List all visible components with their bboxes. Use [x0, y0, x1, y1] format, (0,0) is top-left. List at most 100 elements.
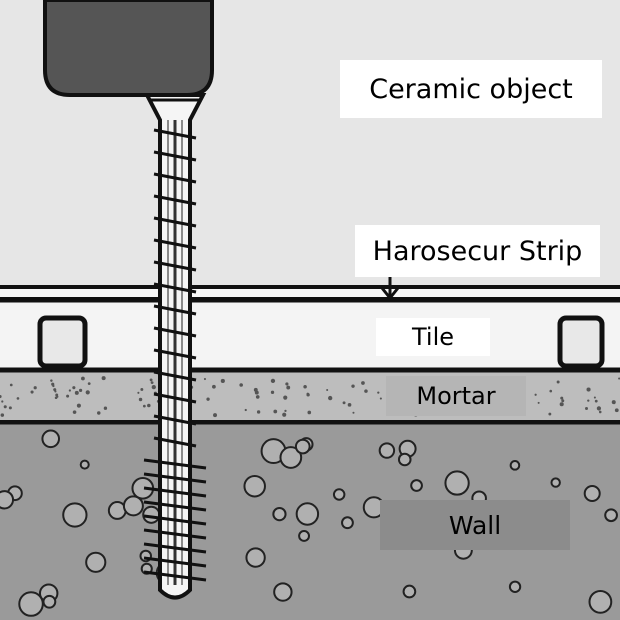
screw-thread	[143, 472, 207, 484]
mortar-speck	[66, 394, 70, 398]
mortar-speck	[256, 410, 261, 414]
mortar-speck	[379, 397, 382, 400]
mortar-speck	[377, 391, 380, 394]
screw	[143, 93, 207, 600]
wall-bubble	[42, 594, 57, 609]
mortar-speck	[303, 384, 307, 389]
mortar-speck	[138, 397, 143, 402]
wall-bubble	[583, 484, 601, 502]
mortar-speck	[593, 396, 596, 399]
mortar-speck	[76, 403, 81, 408]
mortar-speck	[142, 404, 146, 408]
mortar-speck	[137, 391, 140, 394]
mortar-speck	[213, 413, 218, 418]
strip-pointer-arrow	[380, 275, 400, 301]
mortar-speck	[556, 380, 560, 384]
mortar-speck	[342, 401, 346, 405]
wall-bubble	[0, 490, 15, 510]
mortar-speck	[352, 411, 355, 414]
screw-thread	[143, 514, 207, 526]
screw-thread	[153, 370, 197, 382]
wall-bubble	[295, 502, 320, 526]
mortar-speck	[361, 381, 365, 385]
mortar-speck	[283, 395, 288, 400]
wall-bubble	[294, 438, 311, 455]
harosecur-strip	[0, 285, 620, 301]
wall-bubble	[402, 584, 417, 599]
wall-bubble	[378, 442, 396, 459]
mortar-speck	[212, 384, 216, 389]
mortar-speck	[244, 408, 247, 412]
mortar-speck	[147, 403, 151, 408]
mortar-speck	[54, 390, 57, 393]
tile-layer	[0, 297, 620, 373]
mortar-speck	[285, 382, 289, 386]
wall-bubble	[122, 495, 144, 517]
mortar-speck	[596, 406, 602, 411]
mortar-speck	[284, 409, 287, 413]
mortar-speck	[56, 395, 59, 398]
mortar-speck	[614, 408, 619, 413]
mortar-speck	[270, 378, 276, 384]
screw-thread	[143, 486, 207, 498]
mortar-speck	[326, 388, 329, 391]
wall-bubble	[604, 508, 618, 523]
label-harosecur-strip: Harosecur Strip	[355, 225, 600, 277]
wall-bubble	[245, 547, 266, 568]
screw-thread	[153, 172, 197, 184]
wall-bubble	[85, 551, 107, 573]
mortar-speck	[328, 395, 333, 401]
tile-joint-left	[37, 315, 88, 369]
mortar-speck	[598, 410, 602, 414]
mortar-speck	[151, 384, 156, 390]
screw-thread	[153, 216, 197, 228]
mortar-speck	[97, 411, 101, 415]
mortar-speck	[586, 387, 591, 392]
screw-thread	[143, 458, 207, 470]
mortar-speck	[0, 394, 2, 399]
screw-thread	[153, 260, 197, 272]
wall-bubble	[41, 429, 61, 449]
label-mortar: Mortar	[386, 376, 526, 416]
screw-thread	[153, 414, 197, 426]
mortar-speck	[254, 390, 259, 395]
mortar-speck	[559, 402, 564, 407]
mortar-speck	[612, 401, 616, 405]
mortar-speck	[273, 409, 278, 414]
mortar-speck	[103, 406, 108, 410]
label-ceramic-object: Ceramic object	[340, 60, 602, 118]
mortar-speck	[3, 405, 7, 409]
wall-bubble	[18, 591, 44, 617]
screw-thread	[153, 348, 197, 360]
mortar-speck	[8, 406, 12, 410]
mortar-speck	[16, 397, 20, 400]
mortar-speck	[347, 402, 352, 407]
mortar-speck	[81, 376, 85, 381]
tile-joint-right	[557, 315, 605, 369]
screw-thread	[143, 570, 207, 582]
screw-thread	[153, 194, 197, 206]
mortar-speck	[85, 390, 90, 395]
screw-thread	[143, 500, 207, 512]
mortar-speck	[50, 379, 53, 382]
label-tile: Tile	[376, 318, 490, 356]
mortar-speck	[52, 384, 55, 388]
mortar-speck	[282, 412, 287, 417]
wall-bubble	[279, 446, 303, 469]
wall-aggregate-bubbles	[0, 429, 618, 617]
wall-bubble	[243, 474, 266, 498]
wall-bubble	[273, 582, 293, 602]
wall-bubble	[509, 460, 521, 471]
wall-bubble	[79, 459, 90, 470]
ceramic-object	[43, 0, 214, 97]
mortar-speck	[101, 376, 106, 381]
screw-thread	[153, 392, 197, 404]
mortar-speck	[78, 388, 83, 392]
mortar-speck	[306, 393, 310, 397]
mortar-speck	[364, 389, 368, 393]
mortar-speck	[286, 385, 291, 390]
screw-thread	[153, 238, 197, 250]
mortar-speck	[87, 382, 91, 385]
label-wall: Wall	[380, 500, 570, 550]
